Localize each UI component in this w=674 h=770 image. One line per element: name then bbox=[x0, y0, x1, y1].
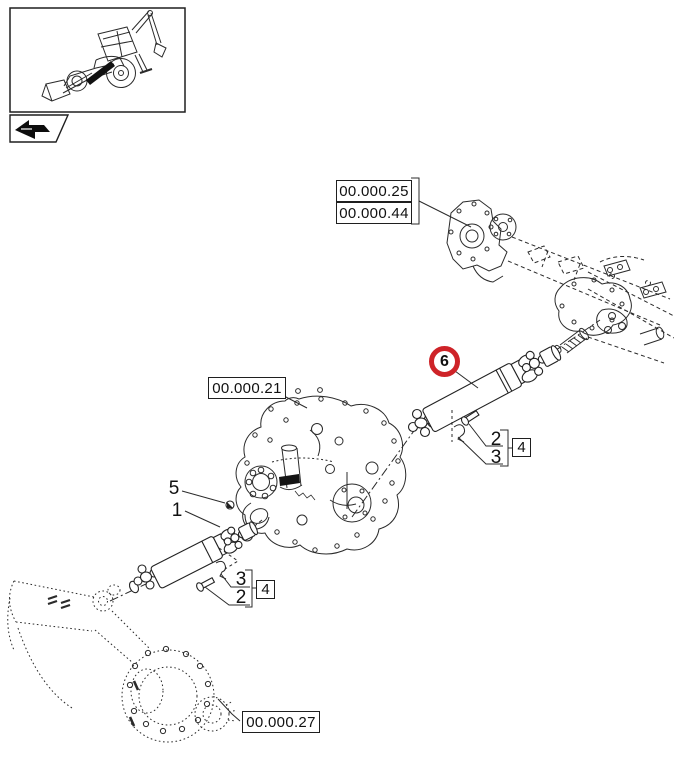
callout-rear-clamp[interactable]: 3 bbox=[235, 569, 247, 590]
front-bolt bbox=[460, 409, 480, 426]
flange-bolts bbox=[245, 466, 277, 500]
leader-lines bbox=[181, 177, 512, 722]
callout-rear-bolt[interactable]: 2 bbox=[235, 587, 247, 608]
ref-label-rear-axle[interactable]: 00.000.27 bbox=[242, 711, 320, 733]
front-strap-clamp bbox=[453, 424, 466, 443]
rear-driveshaft bbox=[128, 521, 259, 594]
nav-back-box[interactable] bbox=[9, 114, 70, 143]
break-marks bbox=[47, 594, 71, 610]
machine-thumbnail[interactable] bbox=[9, 7, 186, 113]
callout-front-driveshaft-highlighted[interactable]: 6 bbox=[429, 346, 460, 377]
transmission-assembly bbox=[235, 387, 407, 555]
front-driveshaft bbox=[407, 345, 562, 438]
highlighted-driveline-bar bbox=[86, 61, 115, 85]
case-bolts bbox=[244, 396, 401, 553]
orientation-ticks bbox=[128, 680, 140, 727]
kit-box-front[interactable]: 4 bbox=[512, 438, 531, 457]
kit-box-rear[interactable]: 4 bbox=[256, 580, 275, 599]
position-dashed-lines bbox=[218, 410, 453, 570]
hub-bolts bbox=[448, 201, 494, 262]
ref-label-transmission[interactable]: 00.000.21 bbox=[208, 377, 286, 399]
rear-axle-assembly bbox=[7, 580, 238, 743]
callout-rear-driveshaft[interactable]: 1 bbox=[171, 500, 183, 521]
breather-plug bbox=[225, 500, 235, 510]
callout-front-bolt[interactable]: 2 bbox=[490, 429, 502, 450]
rear-strap-clamp bbox=[215, 560, 227, 580]
axle-housing-phantom bbox=[507, 236, 674, 364]
front-axle-assembly bbox=[446, 199, 674, 364]
backhoe-loader-sketch bbox=[41, 10, 167, 102]
callout-front-clamp[interactable]: 3 bbox=[490, 447, 502, 468]
diff-bolts bbox=[559, 277, 625, 331]
shaft-boot-band bbox=[279, 474, 300, 486]
ref-label-front-axle-b[interactable]: 00.000.44 bbox=[336, 202, 412, 224]
callout-plug[interactable]: 5 bbox=[168, 478, 180, 499]
back-arrow-icon bbox=[15, 120, 50, 139]
cover-bolts bbox=[126, 645, 212, 735]
rear-bolt bbox=[196, 577, 216, 592]
ref-label-front-axle-a[interactable]: 00.000.25 bbox=[336, 180, 412, 202]
